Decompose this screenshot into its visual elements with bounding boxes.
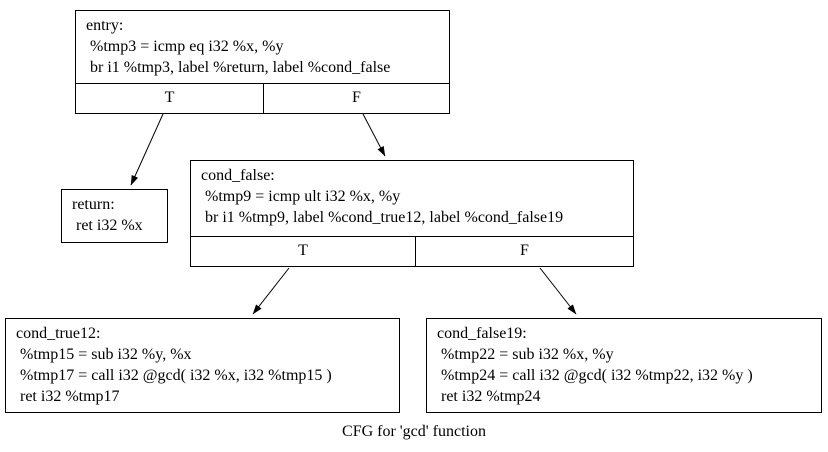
node-cond-true12: cond_true12: %tmp15 = sub i32 %y, %x %tm…	[5, 318, 400, 413]
branch-false-cell: F	[352, 89, 361, 106]
node-cond-false-body: cond_false: %tmp9 = icmp ult i32 %x, %y …	[191, 161, 633, 236]
ir-line: %tmp9 = icmp ult i32 %x, %y	[201, 188, 401, 205]
ir-line: %tmp15 = sub i32 %y, %x	[16, 346, 192, 363]
ir-line: ret i32 %tmp24	[437, 388, 541, 405]
node-cond-false: cond_false: %tmp9 = icmp ult i32 %x, %y …	[190, 160, 634, 267]
edge-cond-false-false-to-cond-false19	[539, 267, 577, 315]
ir-line: return:	[72, 196, 115, 213]
ir-line: %tmp17 = call i32 @gcd( i32 %x, i32 %tmp…	[16, 367, 332, 384]
node-entry-body: entry: %tmp3 = icmp eq i32 %x, %y br i1 …	[76, 11, 449, 83]
ir-line: %tmp24 = call i32 @gcd( i32 %tmp22, i32 …	[437, 367, 753, 384]
branch-true-cell: T	[76, 84, 264, 113]
ir-line: cond_true12:	[16, 325, 101, 342]
branch-true-cell: T	[191, 237, 416, 266]
edge-entry-true-to-return	[130, 113, 164, 186]
ir-line: br i1 %tmp3, label %return, label %cond_…	[86, 59, 391, 76]
node-return: return: ret i32 %x	[61, 189, 168, 243]
ir-line: br i1 %tmp9, label %cond_true12, label %…	[201, 209, 564, 226]
node-cond-false19-body: cond_false19: %tmp22 = sub i32 %x, %y %t…	[427, 319, 821, 412]
edge-entry-false-to-cond-false	[362, 113, 386, 157]
node-cond-false19: cond_false19: %tmp22 = sub i32 %x, %y %t…	[426, 318, 822, 413]
ir-line: cond_false:	[201, 167, 275, 184]
ir-line: entry:	[86, 17, 124, 34]
ir-line: %tmp22 = sub i32 %x, %y	[437, 346, 614, 363]
graph-caption: CFG for 'gcd' function	[342, 423, 486, 440]
branch-row: T F	[191, 236, 633, 266]
node-return-body: return: ret i32 %x	[62, 190, 167, 242]
ir-line: cond_false19:	[437, 325, 527, 342]
node-cond-true12-body: cond_true12: %tmp15 = sub i32 %y, %x %tm…	[6, 319, 399, 412]
branch-row: T F	[76, 83, 449, 113]
ir-line: ret i32 %tmp17	[16, 388, 120, 405]
ir-line: %tmp3 = icmp eq i32 %x, %y	[86, 38, 284, 55]
edge-cond-false-true-to-cond-true12	[252, 267, 290, 315]
node-entry: entry: %tmp3 = icmp eq i32 %x, %y br i1 …	[75, 10, 450, 114]
branch-false-cell: F	[520, 242, 529, 259]
ir-line: ret i32 %x	[72, 217, 143, 234]
